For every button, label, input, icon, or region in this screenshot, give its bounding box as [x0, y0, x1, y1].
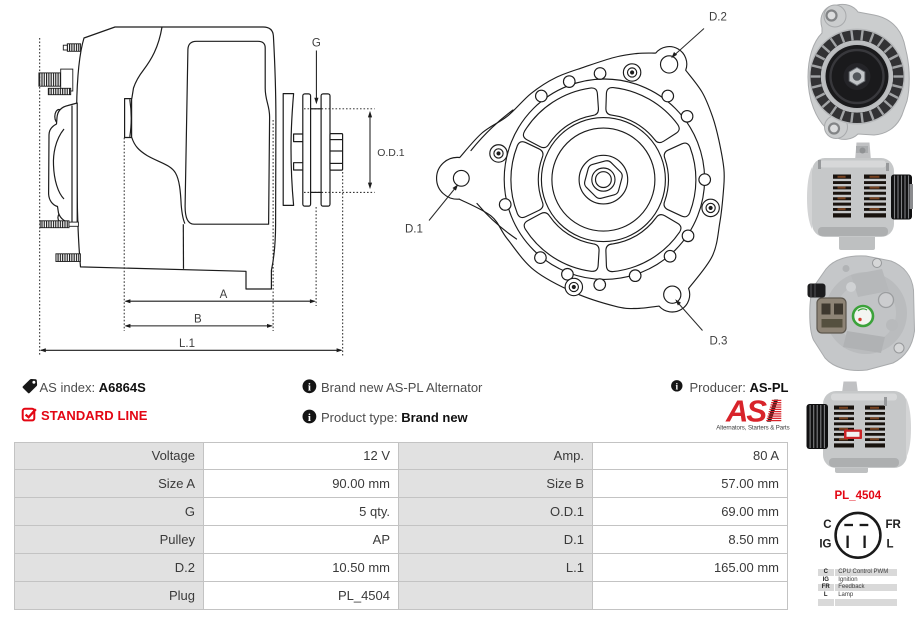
- svg-text:i: i: [308, 412, 311, 424]
- svg-text:D.1: D.1: [405, 224, 423, 236]
- svg-text:D.3: D.3: [710, 336, 728, 348]
- svg-text:O.D.1: O.D.1: [377, 147, 405, 159]
- svg-text:L.1: L.1: [179, 338, 195, 350]
- svg-text:C: C: [823, 519, 831, 531]
- svg-text:AS: AS: [725, 394, 767, 429]
- svg-text:B: B: [194, 313, 202, 325]
- svg-text:G: G: [312, 38, 321, 50]
- svg-text:L: L: [887, 539, 894, 551]
- svg-text:A: A: [220, 289, 228, 301]
- svg-text:IG: IG: [819, 539, 831, 551]
- svg-text:i: i: [308, 382, 311, 394]
- svg-text:D.2: D.2: [709, 12, 727, 24]
- svg-text:FR: FR: [886, 519, 902, 531]
- svg-text:Alternators, Starters & Parts: Alternators, Starters & Parts: [716, 424, 790, 431]
- svg-text:i: i: [675, 382, 678, 392]
